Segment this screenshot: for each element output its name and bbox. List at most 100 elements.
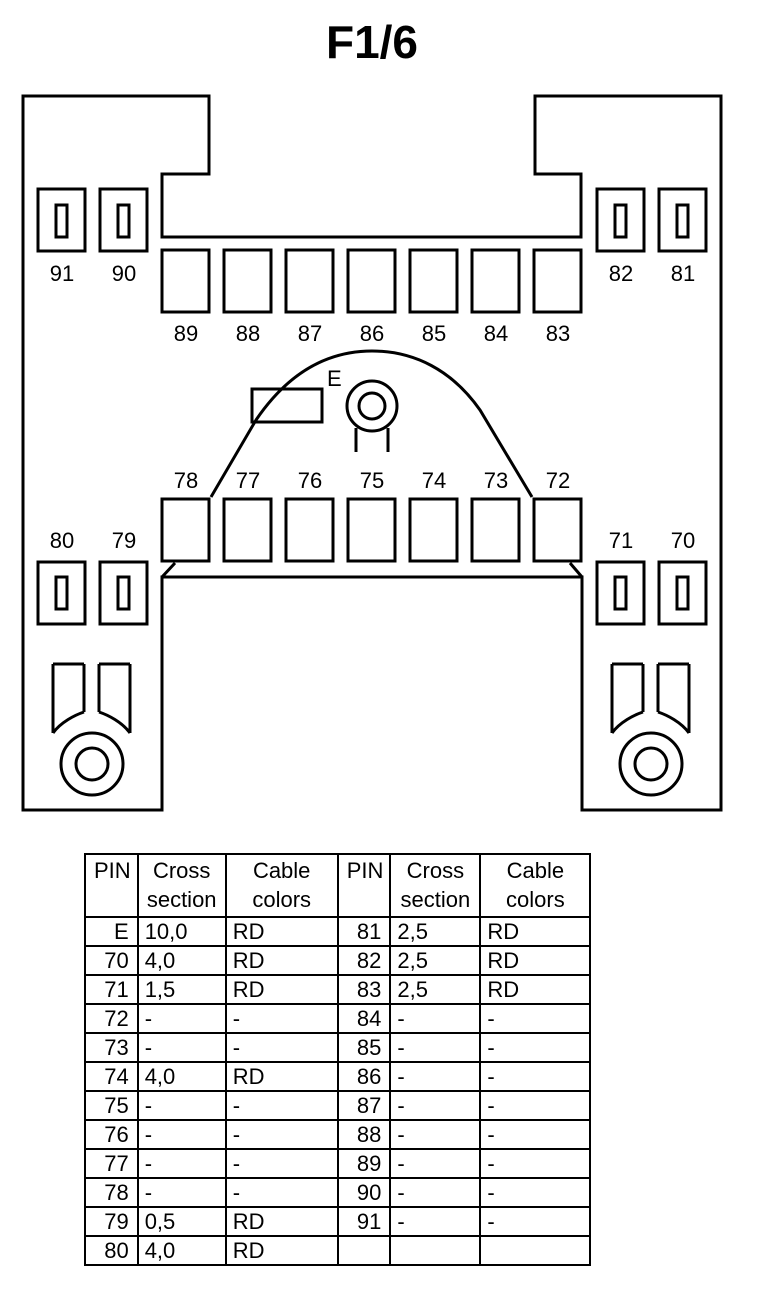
pin-cell — [336, 1235, 392, 1266]
cable-color-cell — [479, 1235, 592, 1266]
top-corner-fuses — [36, 187, 708, 253]
pin-label-72: 72 — [546, 468, 570, 493]
pin-cell: 86 — [336, 1061, 392, 1092]
table-row: 72--84-- — [84, 1003, 592, 1034]
page-title: F1/6 — [325, 16, 419, 68]
pin-cell: 74 — [84, 1061, 139, 1092]
pin-label-76: 76 — [298, 468, 322, 493]
cross-section-cell: - — [136, 1090, 227, 1121]
cable-color-cell: - — [479, 1003, 592, 1034]
fuse-slot-82 — [595, 187, 646, 253]
pin-label-70: 70 — [671, 528, 695, 553]
pin-cell: 91 — [336, 1206, 392, 1237]
cable-color-cell: RD — [224, 974, 339, 1005]
fuse-slot-80-blade — [54, 575, 69, 611]
fuse-slot-70 — [657, 560, 708, 626]
pin-label-79: 79 — [112, 528, 136, 553]
pin-label-74: 74 — [422, 468, 446, 493]
pin-cell: 75 — [84, 1090, 139, 1121]
fuse-slot-72 — [532, 497, 583, 563]
pin-cell: 90 — [336, 1177, 392, 1208]
fuse-slot-78 — [160, 497, 211, 563]
pin-label-81: 81 — [671, 261, 695, 286]
fuse-slot-91 — [36, 187, 87, 253]
fuse-slot-85 — [408, 248, 459, 314]
pin-cell: 72 — [84, 1003, 139, 1034]
pin-cell: 73 — [84, 1032, 139, 1063]
cross-section-cell: - — [389, 1206, 482, 1237]
cross-section-cell: 0,5 — [136, 1206, 227, 1237]
ground-stud-inner — [357, 391, 387, 421]
cable-color-cell: RD — [224, 1235, 339, 1266]
pin-cell: E — [84, 916, 139, 947]
bridge-left-leg — [160, 561, 177, 579]
header-pin-2: PIN — [336, 853, 392, 918]
left-mount-outer — [59, 731, 125, 797]
cross-section-cell — [389, 1235, 482, 1266]
pin-cell: 85 — [336, 1032, 392, 1063]
table-row: 77--89-- — [84, 1148, 592, 1179]
side-fuses — [36, 560, 708, 626]
cable-color-cell: - — [479, 1119, 592, 1150]
cross-section-cell: - — [136, 1177, 227, 1208]
cable-color-cell: - — [479, 1148, 592, 1179]
pin-label-90: 90 — [112, 261, 136, 286]
middle-fuse-row — [160, 497, 583, 563]
fuse-slot-82-blade — [613, 203, 628, 239]
cable-color-cell: - — [224, 1032, 339, 1063]
cross-section-cell: - — [136, 1032, 227, 1063]
cable-color-cell: - — [479, 1090, 592, 1121]
cable-color-cell: - — [479, 1061, 592, 1092]
pin-cell: 82 — [336, 945, 392, 976]
cable-color-cell: - — [479, 1032, 592, 1063]
right-mount-bracket — [610, 662, 691, 734]
pin-cell: 83 — [336, 974, 392, 1005]
pin-label-88: 88 — [236, 321, 260, 346]
cable-color-cell: RD — [479, 974, 592, 1005]
cross-section-cell: 10,0 — [136, 916, 227, 947]
pin-label-82: 82 — [609, 261, 633, 286]
pin-label-73: 73 — [484, 468, 508, 493]
cross-section-cell: 4,0 — [136, 1235, 227, 1266]
right-mount-inner — [633, 746, 669, 782]
cable-color-cell: - — [224, 1119, 339, 1150]
cable-color-cell: - — [224, 1148, 339, 1179]
cross-section-cell: 4,0 — [136, 945, 227, 976]
fuse-slot-75 — [346, 497, 397, 563]
cable-color-cell: RD — [224, 945, 339, 976]
right-mount-stud — [610, 662, 691, 797]
fuse-slot-88 — [222, 248, 273, 314]
pin-label-71: 71 — [609, 528, 633, 553]
pin-label-78: 78 — [174, 468, 198, 493]
cross-section-cell: - — [389, 1148, 482, 1179]
fuse-slot-83 — [532, 248, 583, 314]
cross-section-cell: 2,5 — [389, 974, 482, 1005]
housing-outline — [21, 94, 723, 812]
cross-section-cell: - — [136, 1148, 227, 1179]
bridge-right-leg — [568, 562, 584, 578]
pin-cell: 88 — [336, 1119, 392, 1150]
fuse-slot-79-blade — [116, 575, 131, 611]
table-row: 75--87-- — [84, 1090, 592, 1121]
cross-section-cell: - — [136, 1003, 227, 1034]
fuse-slot-73 — [470, 497, 521, 563]
cross-section-cell: - — [389, 1119, 482, 1150]
header-pin: PIN — [84, 853, 139, 918]
cross-section-cell: - — [389, 1032, 482, 1063]
pin-cell: 89 — [336, 1148, 392, 1179]
pin-label-75: 75 — [360, 468, 384, 493]
fuse-slot-80 — [36, 560, 87, 626]
left-mount-bracket — [51, 662, 132, 734]
cable-color-cell: - — [479, 1206, 592, 1237]
ground-label: E — [327, 366, 342, 391]
pin-label-87: 87 — [298, 321, 322, 346]
